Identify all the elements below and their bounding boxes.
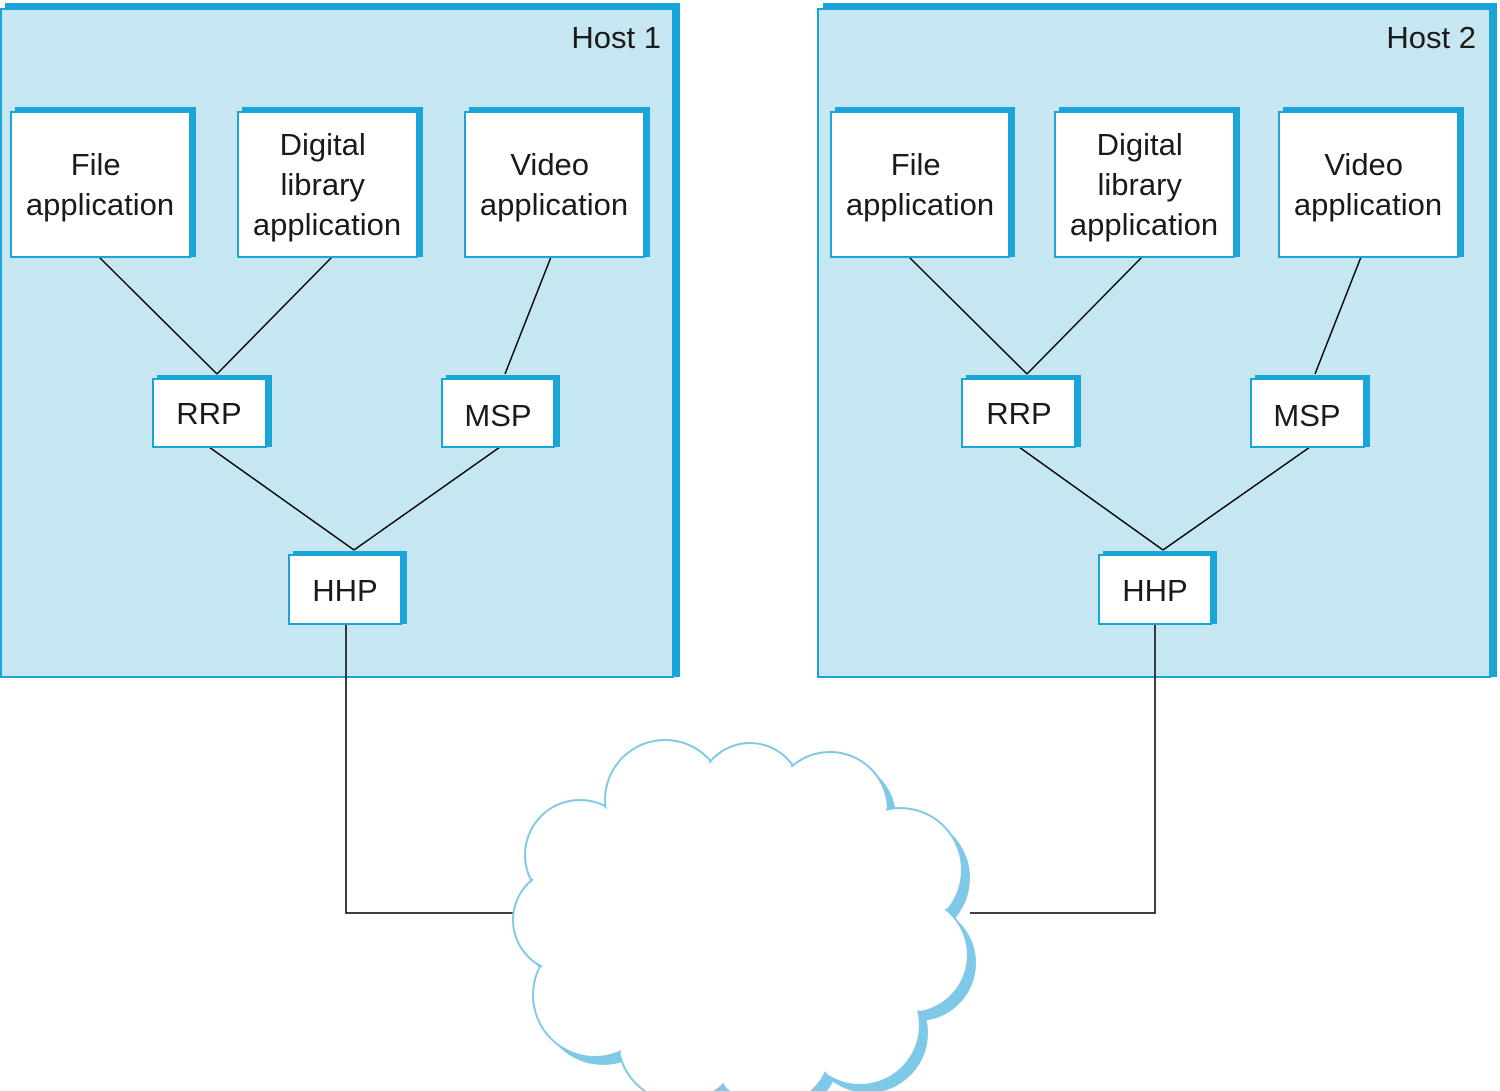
h1-rrp-box: RRP bbox=[152, 375, 272, 448]
edge-h2-video-msp bbox=[1314, 256, 1362, 375]
h1-digital-label-line-2: library bbox=[280, 167, 365, 202]
h1-digital-label-line-1: Digital bbox=[280, 127, 366, 162]
edge-h1-hhp-network bbox=[345, 624, 520, 914]
edge-h2-msp-hhp bbox=[1162, 446, 1311, 551]
h2-video-label-line-1: Video bbox=[1324, 147, 1403, 182]
h2-rrp-label: RRP bbox=[986, 396, 1051, 431]
h2-video-label-line-2: application bbox=[1294, 187, 1442, 222]
host-1-title: Host 1 bbox=[571, 20, 661, 55]
host-2-title: Host 2 bbox=[1386, 20, 1476, 55]
h1-file-application-box: File application bbox=[10, 107, 196, 258]
edge-h1-file-rrp bbox=[98, 256, 218, 375]
edge-h1-msp-hhp bbox=[353, 446, 501, 551]
cloud-fill-cover bbox=[515, 742, 966, 1091]
h2-file-label-line-1: File bbox=[891, 147, 941, 182]
h2-rrp-box: RRP bbox=[961, 375, 1081, 448]
h1-hhp-label: HHP bbox=[312, 573, 377, 608]
svg-text:File application: File application bbox=[846, 147, 994, 222]
edge-h1-video-msp bbox=[504, 256, 552, 375]
h1-digital-label-line-3: application bbox=[253, 207, 401, 242]
h2-hhp-label: HHP bbox=[1122, 573, 1187, 608]
h1-video-label-line-1: Video bbox=[510, 147, 589, 182]
h2-file-application-box: File application bbox=[830, 107, 1015, 258]
svg-text:Video application: Video application bbox=[480, 147, 628, 222]
h1-video-label-line-2: application bbox=[480, 187, 628, 222]
h2-msp-box: MSP bbox=[1250, 375, 1370, 448]
connection-lines bbox=[98, 256, 1362, 914]
h1-hhp-box: HHP bbox=[288, 551, 407, 625]
edge-h1-rrp-hhp bbox=[208, 446, 355, 551]
h2-digital-label-line-1: Digital bbox=[1097, 127, 1183, 162]
edge-h2-hhp-network bbox=[970, 624, 1156, 914]
svg-text:Digital library ap: Digital library application bbox=[253, 127, 401, 242]
h2-digital-label-line-3: application bbox=[1070, 207, 1218, 242]
edge-h2-digital-rrp bbox=[1026, 256, 1143, 375]
h2-hhp-box: HHP bbox=[1098, 551, 1217, 625]
svg-text:Video application: Video application bbox=[1294, 147, 1442, 222]
h2-video-application-box: Video application bbox=[1278, 107, 1464, 258]
h1-file-label-line-1: File bbox=[71, 147, 121, 182]
svg-text:Digital library ap: Digital library application bbox=[1070, 127, 1218, 242]
edge-h2-file-rrp bbox=[908, 256, 1028, 375]
h2-msp-label: MSP bbox=[1273, 398, 1340, 433]
h1-video-application-box: Video application bbox=[464, 107, 650, 258]
h1-digital-library-box: Digital library application bbox=[237, 107, 423, 258]
h1-msp-label: MSP bbox=[464, 398, 531, 433]
h2-file-label-line-2: application bbox=[846, 187, 994, 222]
svg-text:File application: File application bbox=[26, 147, 174, 222]
h1-file-label-line-2: application bbox=[26, 187, 174, 222]
edge-h1-digital-rrp bbox=[216, 256, 333, 375]
network-cloud-icon bbox=[512, 739, 976, 1091]
h1-rrp-label: RRP bbox=[176, 396, 241, 431]
edge-h2-rrp-hhp bbox=[1018, 446, 1164, 551]
h1-msp-box: MSP bbox=[441, 375, 560, 448]
h2-digital-library-box: Digital library application bbox=[1054, 107, 1240, 258]
h2-digital-label-line-2: library bbox=[1097, 167, 1182, 202]
